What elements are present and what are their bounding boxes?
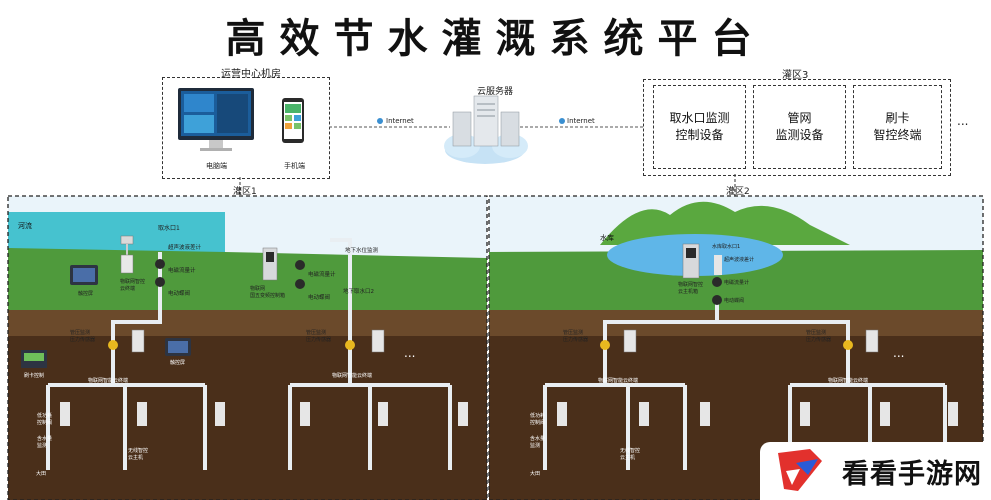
cloud-server-label: 云服务器 [477, 87, 514, 97]
zone2-emeter-label: 电磁流量计 [724, 280, 750, 286]
zone2-field-label: 大田 [530, 471, 541, 477]
zone3-card-cell: 刷卡 智控终端 [853, 85, 942, 169]
watermark-text: 看看手游网 [842, 458, 982, 490]
river-label: 河流 [18, 221, 32, 230]
zone2-evalve-label: 电动蝶阀 [724, 298, 745, 304]
zone1-intake2-label: 地下取水口2 [343, 289, 374, 295]
reservoir-label: 水库 [600, 233, 614, 242]
zone1-evalve2-label: 电动蝶阀 [308, 295, 331, 301]
pc-label: 电脑端 [206, 162, 227, 170]
zone2-lowpower-label: 低功耗 控制阀 [530, 413, 546, 426]
touch-screen-icon-1 [70, 265, 98, 285]
zone1-emeter-label: 电磁流量计 [168, 268, 196, 274]
zone3-box [643, 79, 951, 176]
zone3-pipe-cell: 管网 监测设备 [753, 85, 846, 169]
zone3-more: ... [957, 114, 969, 128]
zone3-label: 灌区3 [782, 70, 809, 81]
zone2-iot-pipe2-label: 物联网智能云终端 [828, 378, 869, 384]
zone1-touch2-label: 触控屏 [170, 360, 186, 366]
zone1-emeter2-label: 电磁流量计 [308, 272, 336, 278]
internet-right-label: Internet [567, 117, 595, 125]
zone1-field-label: 大田 [36, 471, 47, 477]
zone1-more: ... [404, 346, 416, 360]
card-reader-icon [21, 350, 47, 368]
zone2-intake-label: 水库取水口1 [712, 244, 741, 250]
zone1-underground-label: 地下水位监测 [345, 248, 379, 254]
mobile-phone-icon [282, 98, 304, 143]
zone1-iot-pipe2-label: 物联网智能云终端 [332, 373, 373, 379]
zone1-evalve-label: 电动蝶阀 [168, 291, 191, 297]
zone2-ctrl-label: 物联网智控 云主机箱 [678, 282, 704, 295]
zone2-label: 灌区2 [726, 187, 750, 197]
field-sensor-icons [60, 402, 958, 426]
zone1-label: 灌区1 [233, 187, 257, 197]
ultrasonic-sensor-icon [120, 235, 134, 274]
logo-icon [778, 449, 822, 491]
zone2-iot-pipe1-label: 物联网智能云终端 [598, 378, 639, 384]
well-control-box-icon [262, 247, 278, 281]
zone1-lowpower-label: 低功耗 控制阀 [37, 413, 53, 426]
cloud-server-icon [444, 95, 528, 164]
page-title: 高效节水灌溉系统平台 [225, 16, 766, 62]
operations-center-box [162, 77, 330, 179]
zone1-pressure2-label: 管压监测 压力传感器 [306, 330, 332, 343]
zone1-wireless-label: 无线智控 云主机 [128, 448, 149, 461]
zone1-intake-label: 取水口1 [158, 225, 180, 232]
zone2-soil-label: 含水量 监测 [530, 436, 546, 449]
zone2-ultrasonic-label: 超声波液差计 [724, 257, 755, 263]
zone1-well-ctrl-label: 物联网 国五变频控制箱 [250, 286, 286, 299]
pressure-sensor-icon [108, 340, 853, 350]
zone1-iot-ctrl-label: 物联网智控 云终端 [120, 279, 146, 292]
zone1-touch1-label: 触控屏 [78, 291, 94, 297]
operations-center-label: 运营中心机房 [221, 69, 281, 80]
phone-label: 手机端 [284, 162, 305, 170]
zone1-soil-label: 含水量 监测 [37, 436, 53, 449]
zone2-more: ... [893, 346, 905, 360]
zone2-wireless-label: 无线智控 云主机 [620, 448, 641, 461]
zone1-iot-pipe1-label: 物联网智能云终端 [88, 378, 129, 384]
zone1-ultrasonic-label: 超声波液差计 [168, 245, 202, 251]
internet-left-label: Internet [386, 117, 414, 125]
iot-terminal-icon [131, 329, 879, 353]
zone2-pressure2-label: 管压监测 压力传感器 [806, 330, 832, 343]
touch-screen-icon-2 [165, 338, 191, 356]
computer-monitor-icon [178, 88, 254, 151]
zone2-pressure1-label: 管压监测 压力传感器 [563, 330, 589, 343]
zone3-intake-cell: 取水口监测 控制设备 [653, 85, 746, 169]
reservoir-control-box-icon [682, 243, 700, 279]
watermark-logo: 看看手游网 [760, 442, 991, 500]
zone1-card-label: 刷卡控制 [24, 373, 45, 379]
zone1-pressure1-label: 管压监测 压力传感器 [70, 330, 96, 343]
